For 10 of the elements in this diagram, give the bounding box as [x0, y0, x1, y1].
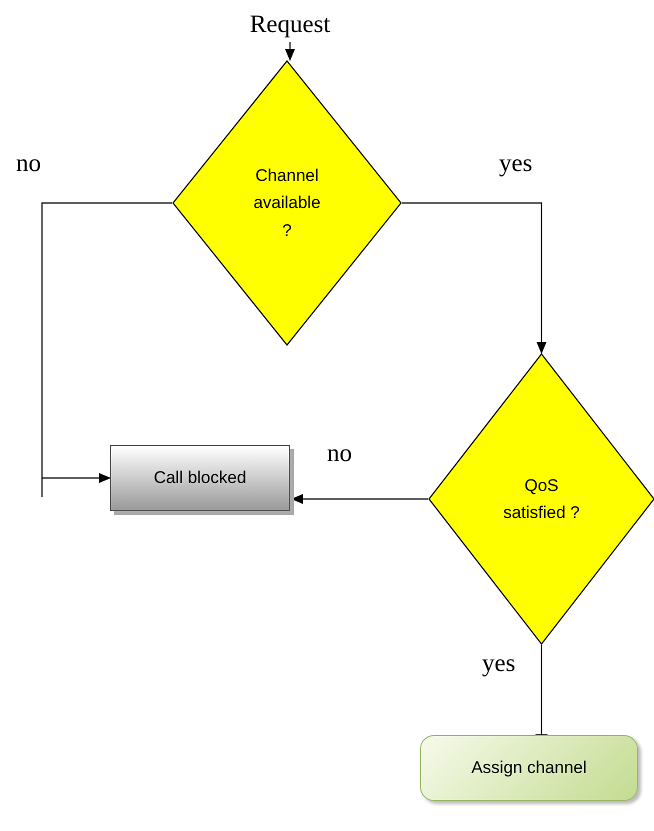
arrow: [41, 202, 172, 483]
arrow: [291, 494, 428, 504]
arrow: [402, 202, 546, 354]
decision-text: Channel available ?: [252, 165, 322, 242]
box-text: Call blocked: [154, 467, 246, 490]
terminal-box: [420, 735, 638, 801]
arrow: [285, 42, 295, 61]
decision-text: QoS satisfied ?: [502, 474, 581, 524]
box-text: Assign channel: [471, 757, 587, 780]
start-label: Request: [250, 10, 330, 40]
